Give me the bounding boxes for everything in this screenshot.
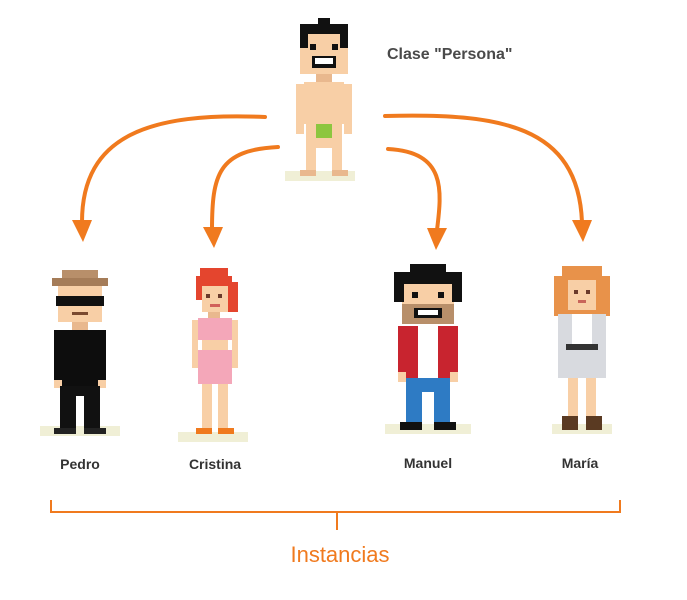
instance-label-manuel: Manuel — [403, 455, 453, 471]
instances-label: Instancias — [290, 542, 390, 567]
arrow-to-pedro — [80, 114, 267, 224]
arrowhead-cristina — [203, 227, 223, 248]
class-label: Clase "Persona" — [387, 46, 513, 63]
arrowheads — [72, 220, 592, 250]
arrowhead-maria — [572, 220, 592, 242]
arrowhead-pedro — [72, 220, 92, 242]
pedro-figure — [40, 270, 120, 436]
arrow-to-maria — [383, 113, 584, 224]
persona-class-figure — [285, 18, 355, 181]
instance-label-cristina: Cristina — [188, 456, 242, 472]
manuel-figure — [385, 264, 471, 434]
cristina-figure — [178, 268, 248, 442]
instance-label-pedro: Pedro — [60, 456, 100, 472]
maria-figure — [552, 266, 612, 434]
arrow-to-cristina — [210, 145, 280, 232]
instances-bracket — [50, 500, 621, 530]
arrow-to-manuel — [386, 147, 442, 232]
inheritance-arrows — [80, 113, 584, 232]
arrowhead-manuel — [427, 228, 447, 250]
instance-label-maria: María — [561, 455, 599, 471]
